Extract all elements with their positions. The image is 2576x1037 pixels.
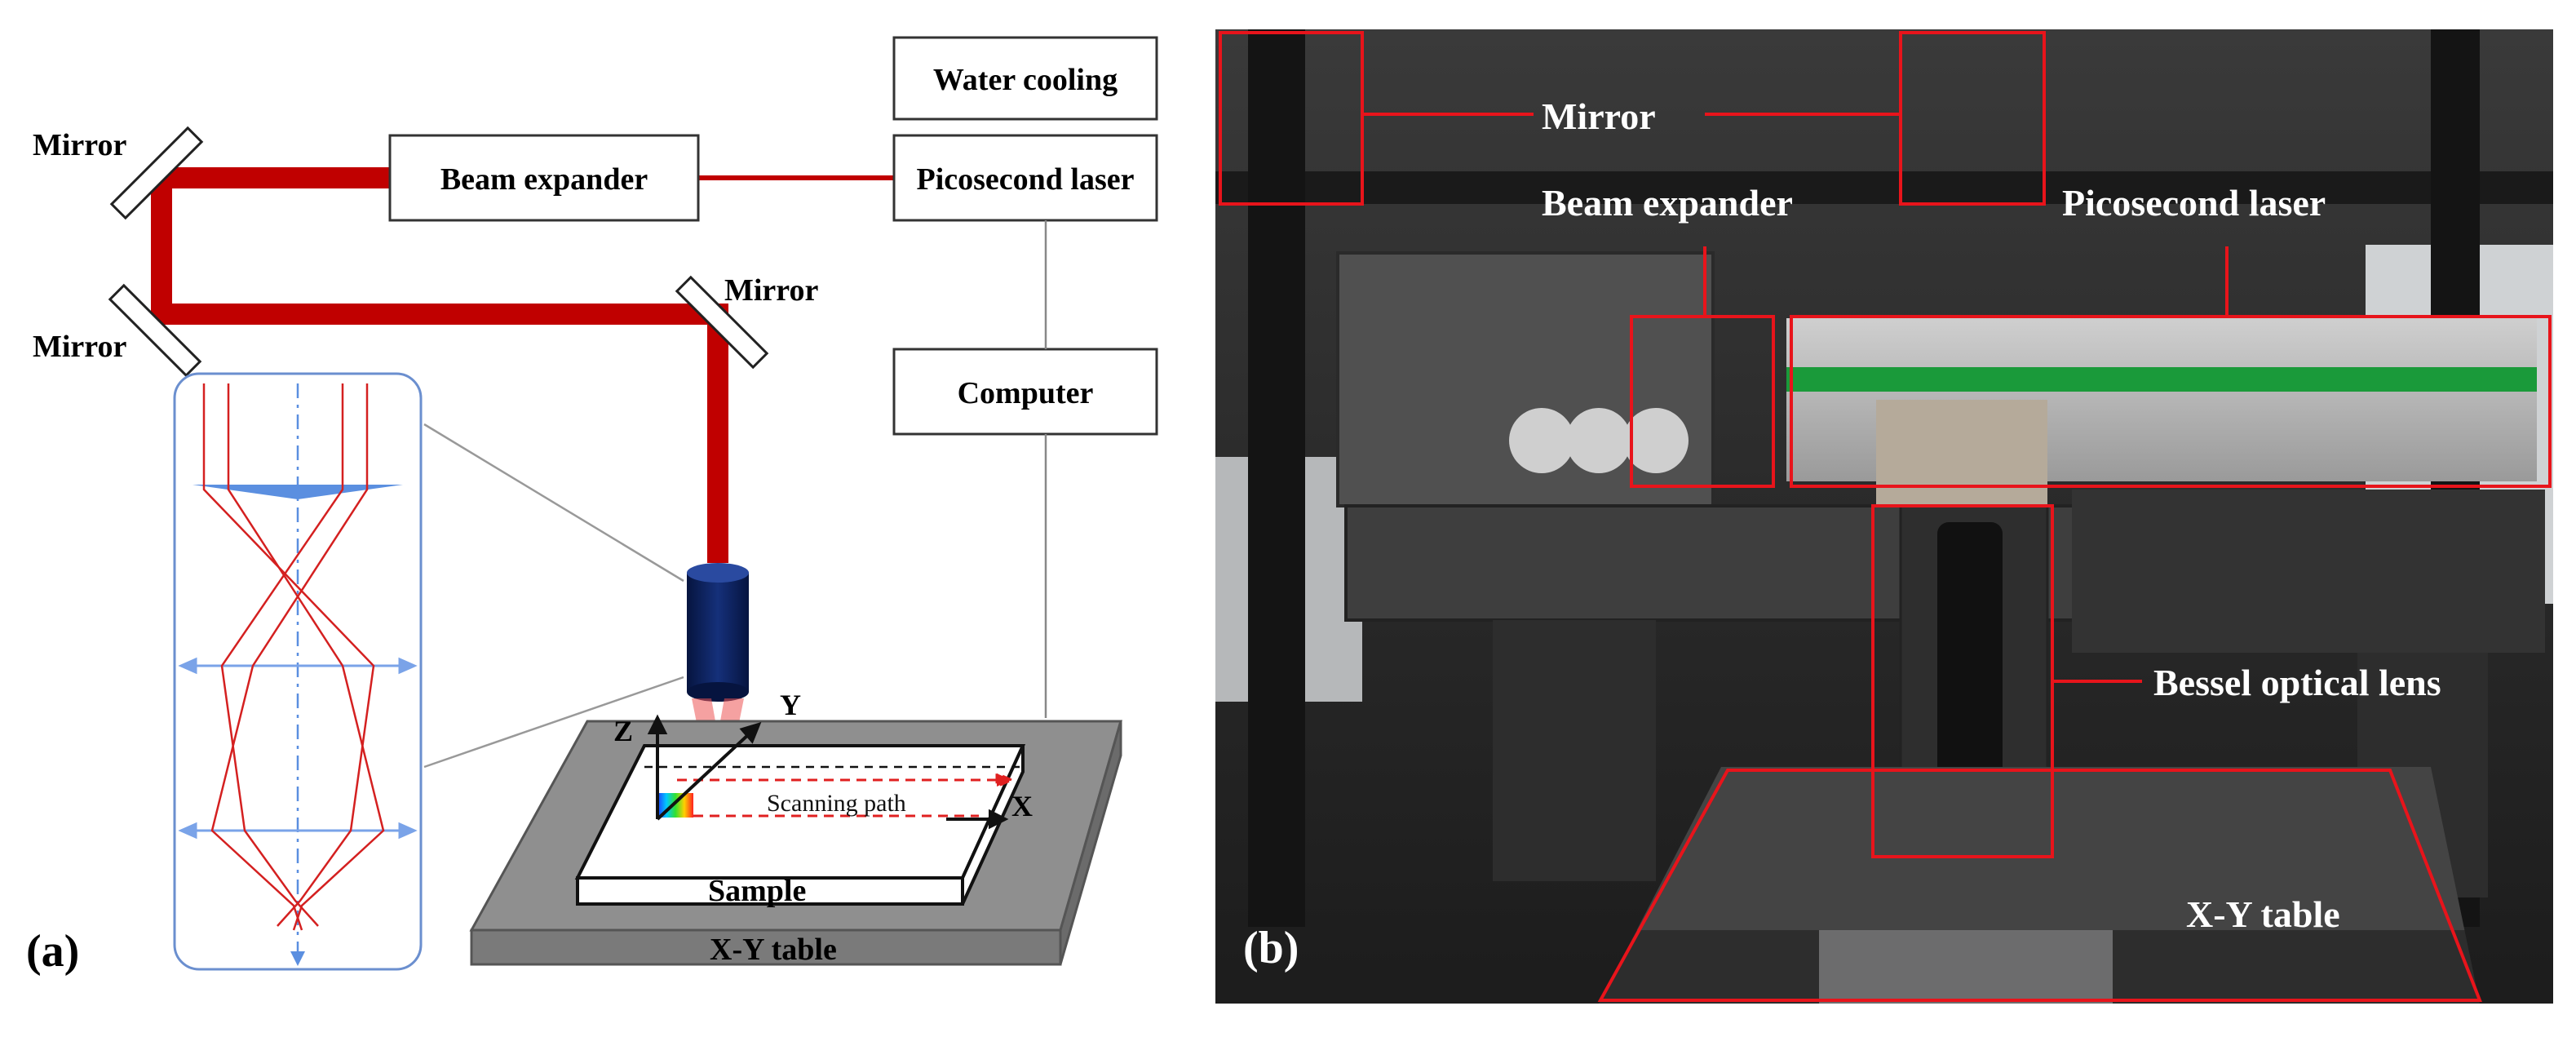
water-cooling-label: Water cooling (933, 63, 1118, 97)
panel-a-letter: (a) (26, 926, 79, 977)
highlight-boxes (1219, 31, 2552, 1002)
computer-box: Computer (892, 348, 1158, 436)
highlight-mirror-left (1219, 31, 1364, 206)
focusing-lens (687, 563, 749, 702)
scanning-paths (677, 771, 1015, 818)
scanning-path-label: Scanning path (767, 790, 906, 817)
mirror-bottom-left-label: Mirror (33, 330, 126, 364)
mirror-right (675, 275, 769, 370)
panel-b: Mirror Beam expander Picosecond laser Be… (1215, 29, 2553, 1004)
inset-guide-lines (423, 423, 684, 769)
photo-mirror-label: Mirror (1542, 95, 1656, 137)
beam-main (151, 167, 728, 563)
highlight-xy-table (1597, 769, 2482, 1002)
mirror-top-left-label: Mirror (33, 128, 126, 162)
computer-label: Computer (958, 376, 1094, 410)
photo-labels: Mirror Beam expander Picosecond laser Be… (1542, 95, 2441, 935)
axis-y-label: Y (780, 689, 801, 721)
mirror-top-left (109, 126, 204, 220)
picosecond-laser-label: Picosecond laser (916, 162, 1134, 197)
axis-z-label: Z (613, 715, 633, 747)
picosecond-laser-box: Picosecond laser (892, 134, 1158, 222)
highlight-beam-expander (1630, 315, 1775, 488)
laser-beam-path (151, 167, 894, 563)
panel-b-letter: (b) (1243, 923, 1299, 973)
axis-x-label: X (1011, 790, 1033, 822)
ray-traces (202, 383, 385, 931)
mirror-bottom-left (108, 283, 202, 378)
highlight-mirror-right (1899, 31, 2046, 206)
photo-picosecond-laser-label: Picosecond laser (2062, 182, 2326, 224)
sample: Sample (574, 744, 1026, 908)
axicon-lens (193, 485, 403, 499)
water-cooling-box: Water cooling (892, 36, 1158, 121)
photo-bessel-lens-label: Bessel optical lens (2153, 662, 2441, 703)
lens-arrows (178, 657, 418, 840)
xy-table-label: X-Y table (710, 933, 837, 967)
photo-xy-table-label: X-Y table (2186, 893, 2340, 935)
leader-lines (1362, 113, 2229, 683)
beam-expander-label: Beam expander (440, 162, 648, 197)
highlight-picosecond-laser (1790, 315, 2552, 488)
mirror-right-label: Mirror (724, 273, 818, 308)
coordinate-axes (647, 714, 1009, 830)
photo-beam-expander-label: Beam expander (1542, 182, 1793, 224)
sample-label: Sample (708, 874, 806, 908)
bessel-inset (173, 372, 423, 971)
panel-a: Mirror Mirror Mirror Beam expander Water… (26, 36, 1158, 977)
beam-expander-box: Beam expander (388, 134, 700, 222)
